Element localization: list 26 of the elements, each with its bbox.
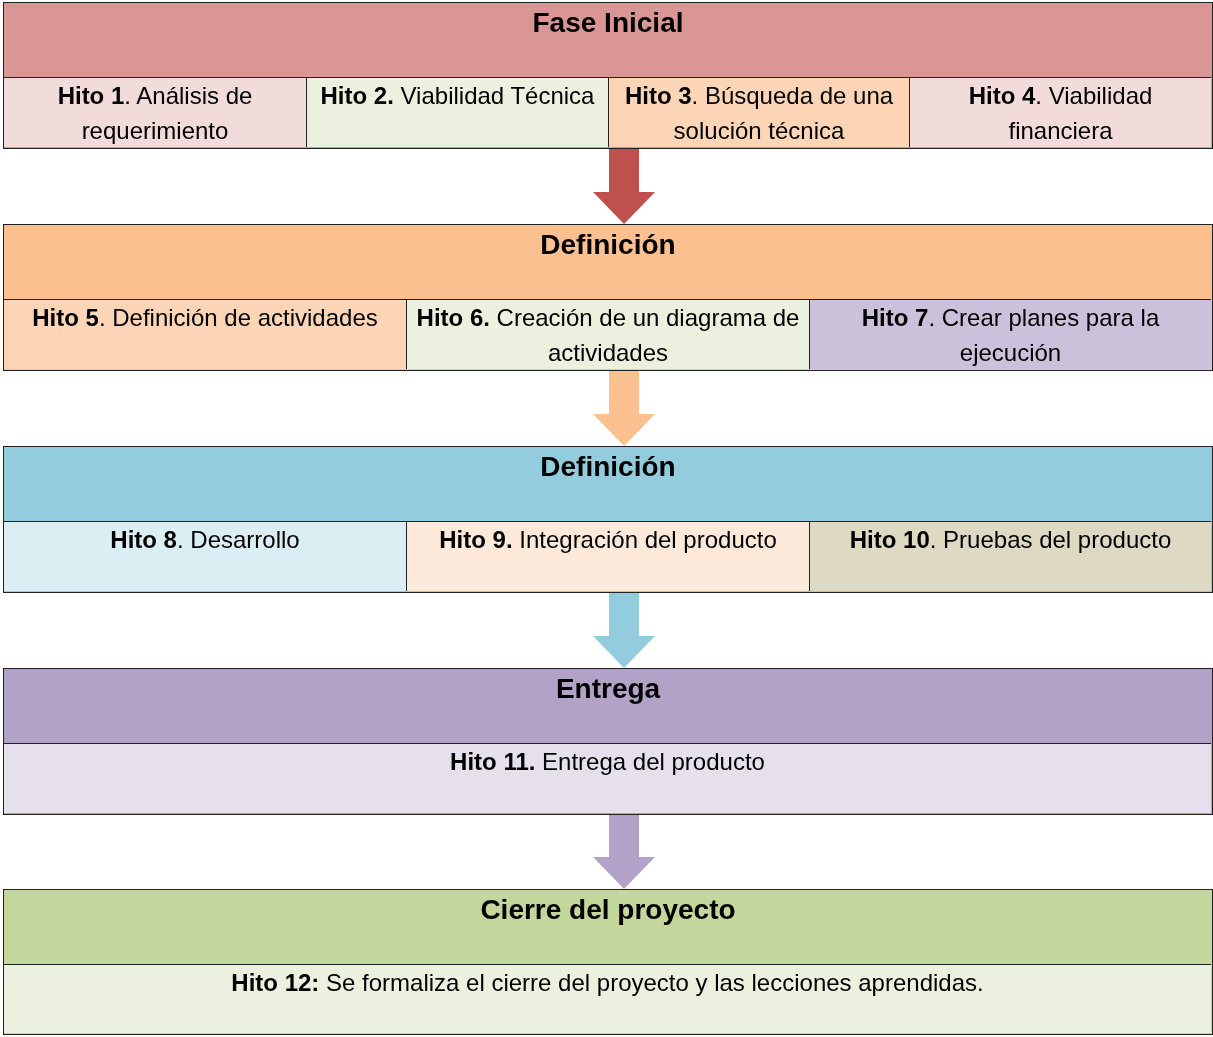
milestone-cell: Hito 5. Definición de actividades: [4, 299, 406, 369]
milestone-cell: Hito 4. Viabilidad financiera: [909, 77, 1211, 147]
phase-title: Entrega: [554, 672, 662, 706]
block-arrow: [593, 815, 655, 889]
milestone-cell: Hito 2. Viabilidad Técnica: [306, 77, 608, 147]
block-arrow: [593, 371, 655, 446]
milestone-cell: Hito 7. Crear planes para la ejecución: [809, 299, 1211, 369]
milestone-cell: Hito 1. Análisis de requerimiento: [4, 77, 306, 147]
phase-block: [3, 889, 1213, 1035]
phase-title: Definición: [539, 450, 677, 484]
milestone-cell: Hito 8. Desarrollo: [4, 521, 406, 591]
phase-block: [3, 446, 1213, 593]
milestone-cell: Hito 12: Se formaliza el cierre del proyecto y las lecciones aprendidas.: [4, 964, 1211, 1033]
phase-title: Fase Inicial: [531, 6, 685, 40]
milestone-cell: Hito 9. Integración del producto: [406, 521, 809, 591]
milestone-cell: Hito 6. Creación de un diagrama de actividades: [406, 299, 809, 369]
phase-title: Definición: [539, 228, 677, 262]
milestone-cell: Hito 11. Entrega del producto: [4, 743, 1211, 813]
phase-block: [3, 224, 1213, 371]
phase-block: [3, 668, 1213, 815]
block-arrow: [593, 149, 655, 224]
phase-block: [3, 2, 1213, 149]
milestone-cell: Hito 10. Pruebas del producto: [809, 521, 1211, 591]
block-arrow: [593, 593, 655, 668]
milestone-cell: Hito 3. Búsqueda de una solución técnica: [608, 77, 909, 147]
phase-title: Cierre del proyecto: [479, 893, 737, 927]
